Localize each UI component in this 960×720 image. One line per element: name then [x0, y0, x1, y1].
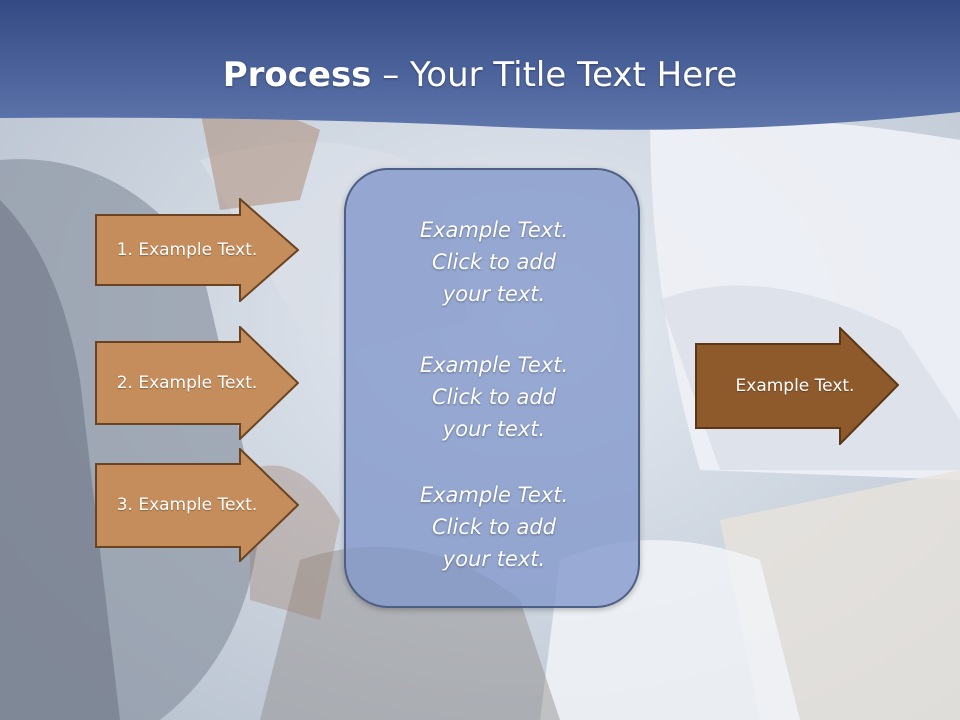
- result-arrow-label: Example Text.: [735, 376, 855, 396]
- paragraph-line: Example Text.: [419, 353, 569, 377]
- arrow-shape-icon: [95, 326, 299, 440]
- slide-title: Process – Your Title Text Here: [0, 54, 960, 96]
- paragraph-line: your text.: [442, 282, 546, 306]
- arrow-shape-icon: [95, 448, 299, 562]
- paragraph-line: Click to add: [431, 515, 556, 539]
- step-arrow-3[interactable]: 3. Example Text.: [95, 448, 299, 562]
- step-arrow-label: 2. Example Text.: [116, 373, 258, 393]
- center-paragraph-3[interactable]: Example Text. Click to add your text.: [346, 479, 642, 575]
- arrow-shape-icon: [695, 327, 899, 445]
- paragraph-line: Click to add: [431, 250, 556, 274]
- title-rest: – Your Title Text Here: [371, 55, 738, 95]
- step-arrow-2[interactable]: 2. Example Text.: [95, 326, 299, 440]
- step-arrow-label: 3. Example Text.: [116, 495, 258, 515]
- paragraph-line: your text.: [442, 547, 546, 571]
- paragraph-line: your text.: [442, 417, 546, 441]
- title-bold: Process: [222, 55, 372, 95]
- arrow-shape-icon: [95, 198, 299, 302]
- center-paragraph-1[interactable]: Example Text. Click to add your text.: [346, 214, 642, 310]
- result-arrow[interactable]: Example Text.: [695, 327, 899, 445]
- step-arrow-label: 1. Example Text.: [116, 240, 258, 260]
- paragraph-line: Click to add: [431, 385, 556, 409]
- step-arrow-1[interactable]: 1. Example Text.: [95, 198, 299, 302]
- center-paragraph-2[interactable]: Example Text. Click to add your text.: [346, 349, 642, 445]
- paragraph-line: Example Text.: [419, 218, 569, 242]
- paragraph-line: Example Text.: [419, 483, 569, 507]
- center-text-box[interactable]: Example Text. Click to add your text. Ex…: [344, 168, 640, 608]
